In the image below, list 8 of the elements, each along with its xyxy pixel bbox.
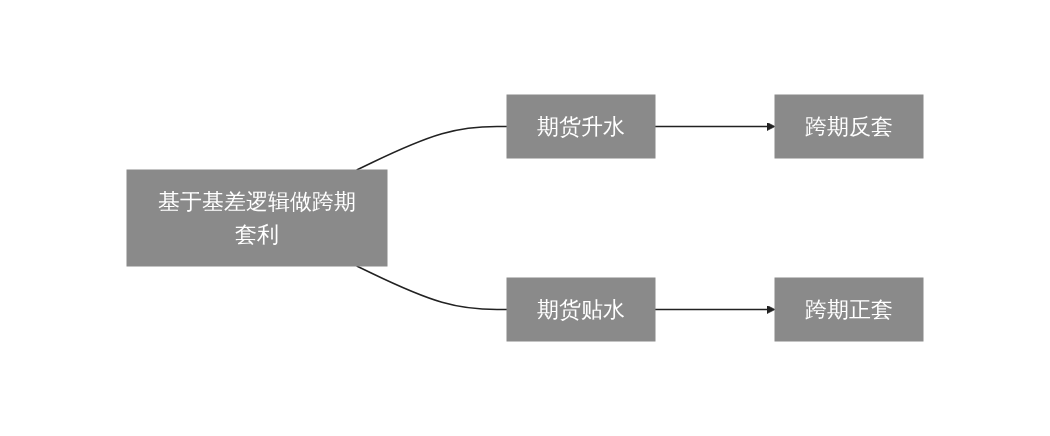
arrow bbox=[654, 305, 776, 314]
node-box: 跨期反套 bbox=[774, 94, 924, 159]
arrow bbox=[654, 122, 776, 131]
connector bbox=[355, 125, 508, 171]
node-box: 基于基差逻辑做跨期套利 bbox=[126, 169, 388, 267]
node-box: 跨期正套 bbox=[774, 277, 924, 342]
node-box: 期货贴水 bbox=[506, 277, 656, 342]
node-box: 期货升水 bbox=[506, 94, 656, 159]
